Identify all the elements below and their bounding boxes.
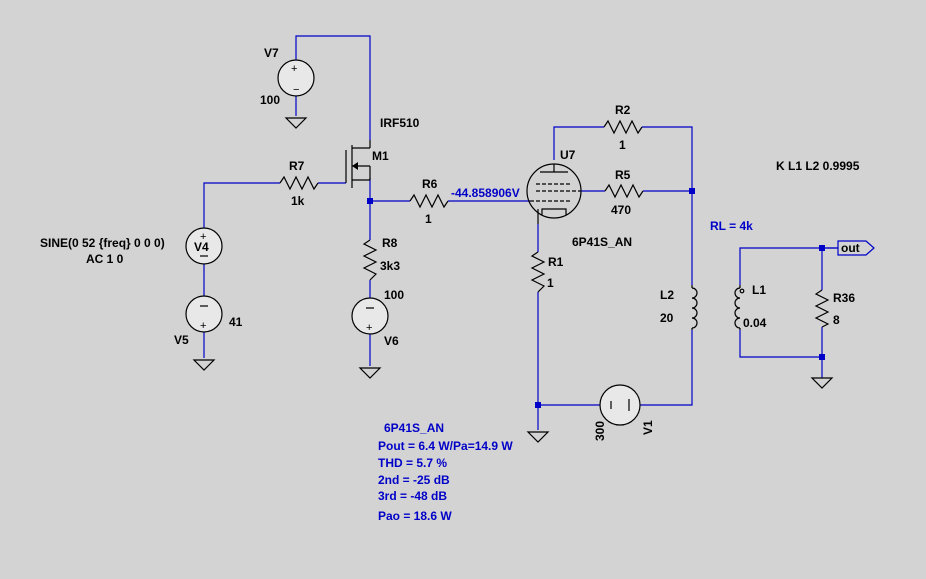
results-2nd: 2nd = -25 dB — [378, 473, 450, 487]
v1-value: 300 — [593, 421, 607, 441]
r7-name: R7 — [289, 159, 305, 173]
r6-resistor[interactable] — [409, 193, 449, 209]
r7-value: 1k — [291, 194, 305, 208]
v5-name: V5 — [174, 333, 189, 347]
results-title: 6P41S_AN — [384, 421, 444, 435]
v6-voltage-source[interactable]: + — [351, 297, 389, 335]
junctions — [367, 188, 825, 408]
r6-value: 1 — [425, 212, 432, 226]
v4-spec-line1: SINE(0 52 {freq} 0 0 0) — [40, 236, 165, 250]
u7-name: U7 — [560, 148, 576, 162]
l2-inductor[interactable] — [691, 285, 698, 330]
wires — [203, 35, 838, 430]
v5-value: 41 — [229, 315, 243, 329]
r8-value: 3k3 — [380, 259, 400, 273]
l1-value: 0.04 — [743, 316, 767, 330]
r5-name: R5 — [615, 168, 631, 182]
v4-name: V4 — [194, 240, 209, 254]
l1-inductor[interactable] — [734, 285, 745, 330]
out-label: out — [841, 241, 860, 255]
m1-model: IRF510 — [380, 116, 420, 130]
r1-resistor[interactable] — [530, 251, 546, 293]
v7-value: 100 — [260, 93, 280, 107]
svg-text:+: + — [291, 63, 297, 75]
r5-resistor[interactable] — [604, 183, 644, 199]
m1-mosfet[interactable] — [345, 140, 371, 188]
u7-model: 6P41S_AN — [572, 235, 632, 249]
r2-resistor[interactable] — [603, 119, 643, 135]
l1-name: L1 — [752, 283, 766, 297]
r6-name: R6 — [422, 177, 438, 191]
component-labels: V7 100 IRF510 M1 R7 1k R6 1 R8 3k3 100 V… — [40, 46, 860, 441]
r36-resistor[interactable] — [814, 289, 830, 328]
grid-voltage-label: -44.858906V — [451, 186, 520, 200]
r5-value: 470 — [611, 203, 631, 217]
v7-voltage-source[interactable]: + − — [277, 59, 315, 97]
l2-value: 20 — [660, 311, 674, 325]
v1-name: V1 — [641, 420, 655, 435]
v4-voltage-source[interactable]: + — [185, 227, 223, 265]
r7-resistor[interactable] — [279, 175, 319, 191]
blue-annotations: -44.858906V RL = 4k 6P41S_AN Pout = 6.4 … — [378, 186, 753, 523]
v6-name: V6 — [384, 334, 399, 348]
r36-value: 8 — [833, 313, 840, 327]
svg-text:−: − — [293, 84, 299, 96]
svg-text:+: + — [200, 231, 206, 243]
m1-name: M1 — [372, 149, 389, 163]
results-pout: Pout = 6.4 W/Pa=14.9 W — [378, 439, 513, 453]
svg-text:+: + — [200, 320, 206, 332]
u7-pentode-tube[interactable] — [526, 163, 582, 224]
ground-symbols — [192, 117, 834, 443]
l2-name: L2 — [660, 288, 674, 302]
results-3rd: 3rd = -48 dB — [378, 489, 447, 503]
coupling-directive: K L1 L2 0.9995 — [776, 159, 860, 173]
r8-name: R8 — [382, 236, 398, 250]
v1-voltage-source[interactable] — [599, 384, 641, 426]
results-thd: THD = 5.7 % — [378, 456, 447, 470]
svg-text:+: + — [366, 322, 372, 334]
r8-resistor[interactable] — [362, 239, 378, 281]
r36-name: R36 — [833, 291, 855, 305]
v5-voltage-source[interactable]: + — [185, 295, 223, 333]
r2-value: 1 — [619, 138, 626, 152]
out-port-flag[interactable]: out — [822, 240, 875, 256]
rl-directive: RL = 4k — [710, 219, 753, 233]
v4-spec-line2: AC 1 0 — [86, 252, 124, 266]
r1-value: 1 — [547, 276, 554, 290]
r2-name: R2 — [615, 103, 631, 117]
r1-name: R1 — [548, 255, 564, 269]
results-pao: Pao = 18.6 W — [378, 509, 452, 523]
v7-name: V7 — [264, 46, 279, 60]
v6-value: 100 — [384, 288, 404, 302]
